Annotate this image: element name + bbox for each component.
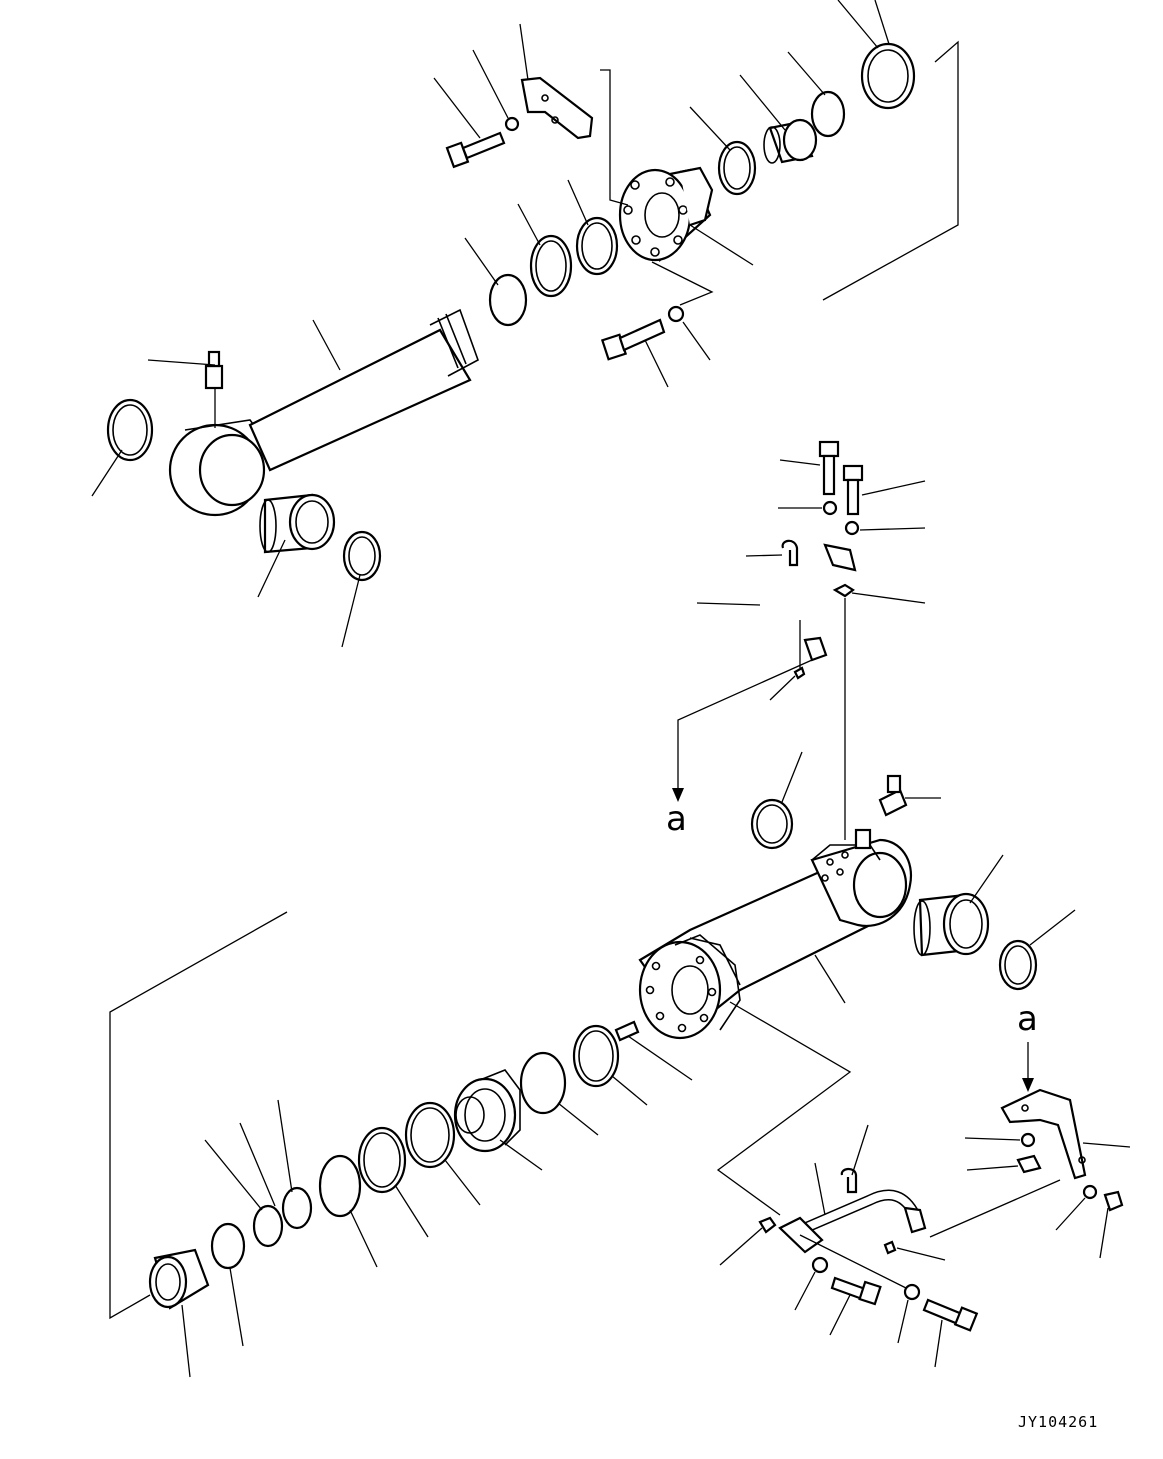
spring-washer-1 xyxy=(822,500,838,516)
pipe-clamp-bracket-top xyxy=(520,76,594,140)
bottom-bushing xyxy=(913,892,990,957)
rod-eye-bore xyxy=(198,433,266,507)
arrow-down-a-lower xyxy=(1022,1078,1034,1092)
flange-bolt-1 xyxy=(818,440,840,496)
rod-seal-ring xyxy=(342,530,382,582)
o-ring-tube-end xyxy=(793,666,806,680)
piston-rod-body xyxy=(248,328,472,472)
flange-bolt-2 xyxy=(842,464,864,516)
o-ring-cylinder-port xyxy=(750,798,794,850)
bolt-top xyxy=(445,131,506,169)
bolt-lower-2 xyxy=(922,1298,979,1332)
rod-bushing xyxy=(259,493,336,554)
cushion-ring xyxy=(210,1222,246,1270)
piston-rod-thread xyxy=(429,308,479,377)
piston-rod-group xyxy=(147,308,479,517)
u-bolt-clamp xyxy=(781,539,799,567)
backup-ring-2 xyxy=(575,216,619,276)
washer-head-mount xyxy=(667,305,685,323)
pipe-clamp-bracket-lower xyxy=(1000,1088,1087,1180)
wear-ring xyxy=(404,1101,456,1169)
u-packing xyxy=(810,90,846,138)
washer-top xyxy=(504,116,520,132)
hydraulic-tube-upper xyxy=(766,543,857,662)
set-screw xyxy=(614,1020,640,1042)
piston xyxy=(453,1069,521,1153)
washer-lower-2 xyxy=(903,1283,921,1301)
spring-washer-2 xyxy=(844,520,860,536)
cylinder-tube-group xyxy=(638,828,913,1040)
bolt-head-mount xyxy=(600,318,666,361)
rod-bushing-head xyxy=(763,118,818,164)
washer-lower-1 xyxy=(811,1256,829,1274)
piston-seal xyxy=(357,1126,407,1194)
nut-bracket-2 xyxy=(1103,1190,1124,1212)
cylinder-port-boss xyxy=(854,828,872,850)
dust-seal xyxy=(860,42,916,110)
bottom-seal-ring xyxy=(998,939,1038,991)
drawing-code: JY104261 xyxy=(1018,1413,1098,1431)
backup-ring-1 xyxy=(529,234,573,298)
grease-fitting-rod xyxy=(204,364,224,390)
reference-label-a-upper: a xyxy=(666,799,687,839)
backup-ring-lower xyxy=(318,1154,362,1218)
o-ring-lower-2 xyxy=(252,1204,284,1248)
hydraulic-tube-lower xyxy=(778,1189,927,1254)
washer-bracket xyxy=(1020,1132,1036,1148)
nut-bracket xyxy=(1016,1154,1042,1174)
o-ring-1 xyxy=(488,273,528,327)
arrow-down-a-upper xyxy=(672,788,684,802)
cylinder-head xyxy=(618,166,714,263)
grease-fitting-tube xyxy=(878,774,908,817)
reference-label-a-lower: a xyxy=(1017,999,1038,1039)
piston-nut xyxy=(148,1248,210,1310)
dust-seal-ring-left xyxy=(106,398,154,462)
piston-ring-1 xyxy=(572,1024,620,1088)
snap-ring xyxy=(717,140,757,196)
o-ring-flange-lower xyxy=(758,1216,777,1234)
piston-ring-2 xyxy=(519,1051,567,1115)
u-bolt-clamp-lower xyxy=(840,1167,858,1194)
o-ring-flange-upper xyxy=(832,583,855,598)
washer-bracket-2 xyxy=(1082,1184,1098,1200)
o-ring-lower-tube xyxy=(883,1240,897,1255)
o-ring-lower-1 xyxy=(281,1186,313,1230)
bolt-lower-1 xyxy=(830,1276,882,1306)
